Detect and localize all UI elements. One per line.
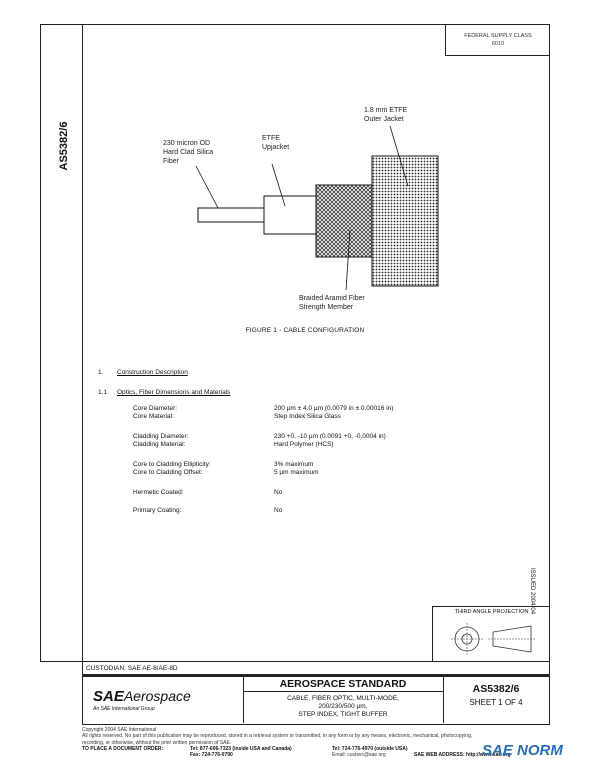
- section-1-1-number: 1.1: [98, 389, 108, 396]
- property-label: Cladding Diameter:: [133, 433, 189, 440]
- cable-description-line-2: 200/230/500 µm,: [318, 703, 368, 710]
- callout-upjacket: ETFE Upjacket: [262, 134, 289, 152]
- callout-fiber-line-2: Hard Clad Silica: [163, 149, 214, 156]
- upjacket-shape: [263, 195, 321, 235]
- braided-strength-shape: [315, 184, 377, 258]
- cable-description: CABLE, FIBER OPTIC, MULTI-MODE, 200/230/…: [243, 695, 443, 719]
- callout-strength-member: Braided Aramid Fiber Strength Member: [299, 294, 365, 312]
- footer: Copyright 2004 SAE International All rig…: [82, 727, 562, 759]
- property-value: No: [274, 507, 283, 514]
- property-value: No: [274, 489, 283, 496]
- copyright-line: Copyright 2004 SAE International: [82, 727, 157, 733]
- email-address: Email: custsvc@sae.org: [332, 752, 386, 759]
- callout-outer-jacket-line-1: 1.8 mm ETFE: [364, 107, 408, 114]
- property-label: Core Material:: [133, 413, 174, 420]
- order-label: TO PLACE A DOCUMENT ORDER:: [82, 746, 164, 753]
- callout-outer-jacket: 1.8 mm ETFE Outer Jacket: [364, 106, 407, 124]
- property-value: 230 +0, -10 µm (0.0091 +0, -0.0004 in): [274, 433, 386, 440]
- doc-number: AS5382/6: [472, 683, 520, 695]
- callout-strength-line-2: Strength Member: [299, 304, 354, 311]
- projection-box: THIRD ANGLE PROJECTION: [432, 606, 550, 662]
- phone-outside-usa: Tel: 724-776-4970 (outside USA): [332, 746, 408, 753]
- callout-fiber-line-3: Fiber: [163, 158, 179, 165]
- property-label: Core to Cladding Ellipticity:: [133, 461, 211, 468]
- property-value: 200 µm ± 4.0 µm (0.0079 in ± 0.00016 in): [274, 405, 394, 412]
- callout-strength-line-1: Braided Aramid Fiber: [299, 295, 365, 302]
- section-1-1-title: Optics, Fiber Dimensions and Materials: [117, 389, 231, 396]
- custodian: CUSTODIAN: SAE AE-8/AE-8D: [82, 662, 550, 675]
- phone-inside-usa: Tel: 877-606-7323 (inside USA and Canada…: [190, 746, 292, 753]
- callout-upjacket-line-1: ETFE: [262, 135, 280, 142]
- property-label: Hermetic Coated:: [133, 489, 184, 496]
- property-value: Step Index Silica Glass: [274, 413, 341, 420]
- aerospace-standard-heading: AEROSPACE STANDARD: [243, 677, 443, 692]
- watermark-text: SAE NORM: [482, 742, 563, 759]
- callout-fiber: 230 micron OD Hard Clad Silica Fiber: [163, 139, 213, 166]
- rights-line-2: recording, or otherwise, without the pri…: [82, 739, 232, 746]
- property-value: 3% maximum: [274, 461, 314, 468]
- title-block: SAEAerospace An SAE International Group …: [82, 675, 550, 725]
- third-angle-projection-symbol: [451, 623, 536, 655]
- federal-supply-class-box: FEDERAL SUPPLY CLASS 6010: [445, 24, 550, 56]
- projection-label: THIRD ANGLE PROJECTION: [454, 609, 529, 615]
- outer-jacket-shape: [371, 155, 439, 287]
- logo-aerospace-text: Aerospace: [123, 688, 191, 704]
- fed-class-line-1: FEDERAL SUPPLY CLASS: [464, 33, 532, 39]
- left-margin-column: [40, 24, 82, 662]
- sheet-number: SHEET 1 OF 4: [469, 698, 523, 707]
- callout-fiber-line-1: 230 micron OD: [163, 140, 211, 147]
- property-label: Core to Cladding Offset:: [133, 469, 203, 476]
- figure-caption: FIGURE 1 - CABLE CONFIGURATION: [245, 327, 365, 334]
- page-frame: [82, 24, 550, 662]
- fed-class-line-2: 6010: [491, 41, 505, 47]
- cable-description-line-1: CABLE, FIBER OPTIC, MULTI-MODE,: [287, 695, 399, 702]
- title-block-doc-info: AS5382/6 SHEET 1 OF 4: [443, 677, 549, 723]
- fax-number: Fax: 724-776-0790: [190, 752, 233, 759]
- property-label: Primary Coating:: [133, 507, 182, 514]
- sae-norm-watermark: SAE NORM: [482, 742, 563, 760]
- property-value: Hard Polymer (HCS): [274, 441, 334, 448]
- callout-outer-jacket-line-2: Outer Jacket: [364, 116, 404, 123]
- logo-subtitle: An SAE International Group: [93, 706, 155, 712]
- title-block-description: AEROSPACE STANDARD CABLE, FIBER OPTIC, M…: [243, 677, 444, 723]
- property-label: Core Diameter:: [133, 405, 178, 412]
- rights-line: All rights reserved. No part of this pub…: [82, 733, 473, 740]
- sae-aerospace-logo: SAEAerospace An SAE International Group: [83, 677, 244, 723]
- property-label: Cladding Material:: [133, 441, 186, 448]
- cable-configuration-drawing: [195, 125, 439, 291]
- side-document-number: AS5382/6: [58, 121, 70, 171]
- cable-description-line-3: STEP INDEX, TIGHT BUFFER: [298, 711, 388, 718]
- section-1-number: 1.: [98, 369, 104, 376]
- fiber-shape: [197, 207, 269, 223]
- property-value: 5 µm maximum: [274, 469, 319, 476]
- section-1-title: Construction Description: [117, 369, 188, 376]
- web-address[interactable]: SAE WEB ADDRESS: http://www.sae.org: [414, 752, 511, 759]
- callout-upjacket-line-2: Upjacket: [262, 144, 290, 151]
- logo-sae-text: SAE: [93, 688, 124, 705]
